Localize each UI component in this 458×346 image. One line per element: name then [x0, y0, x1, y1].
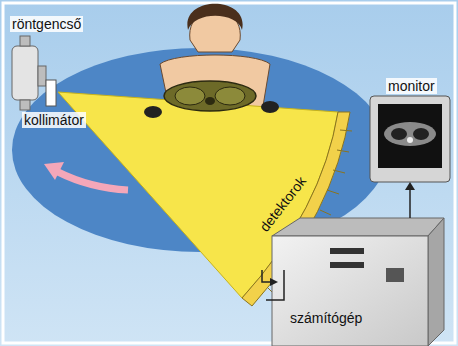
collimator: [46, 80, 56, 106]
hair: [187, 4, 242, 30]
wire-arrowhead: [405, 182, 415, 190]
torso: [160, 55, 270, 112]
part-label: röntgencső: [10, 16, 83, 32]
part-label: kollimátor: [22, 112, 86, 128]
body-slice: [164, 81, 256, 111]
xray-tube: [12, 46, 38, 100]
lung-right: [215, 87, 245, 105]
drive-slot: [330, 262, 364, 268]
wire-arrowhead: [270, 278, 278, 286]
screen-spine: [407, 137, 413, 143]
part-label: monitor: [386, 78, 437, 94]
screen-slice: [384, 122, 436, 146]
drive-slot: [330, 248, 364, 254]
computer-top: [272, 218, 444, 236]
monitor-case: [370, 96, 450, 182]
tube-port: [38, 66, 46, 86]
detector-wire: [262, 270, 270, 282]
screen-lung: [413, 128, 429, 140]
detector-wire: [266, 270, 284, 300]
lung-left: [175, 87, 205, 105]
rotation-arrow: [58, 172, 128, 190]
spine: [205, 97, 215, 105]
drive-bay: [386, 268, 404, 282]
part-label: számítógép: [288, 310, 364, 326]
monitor-wire: [409, 188, 411, 218]
computer-front: [272, 236, 428, 346]
computer-side: [428, 218, 444, 346]
tube-cap: [20, 100, 30, 110]
rotation-arrowhead: [44, 162, 64, 180]
tube-cap: [20, 36, 30, 46]
part-label: detektorok: [256, 173, 309, 234]
table-post: [261, 101, 279, 113]
screen-lung: [391, 128, 407, 140]
table-post: [144, 106, 162, 118]
monitor-screen: [378, 104, 442, 168]
